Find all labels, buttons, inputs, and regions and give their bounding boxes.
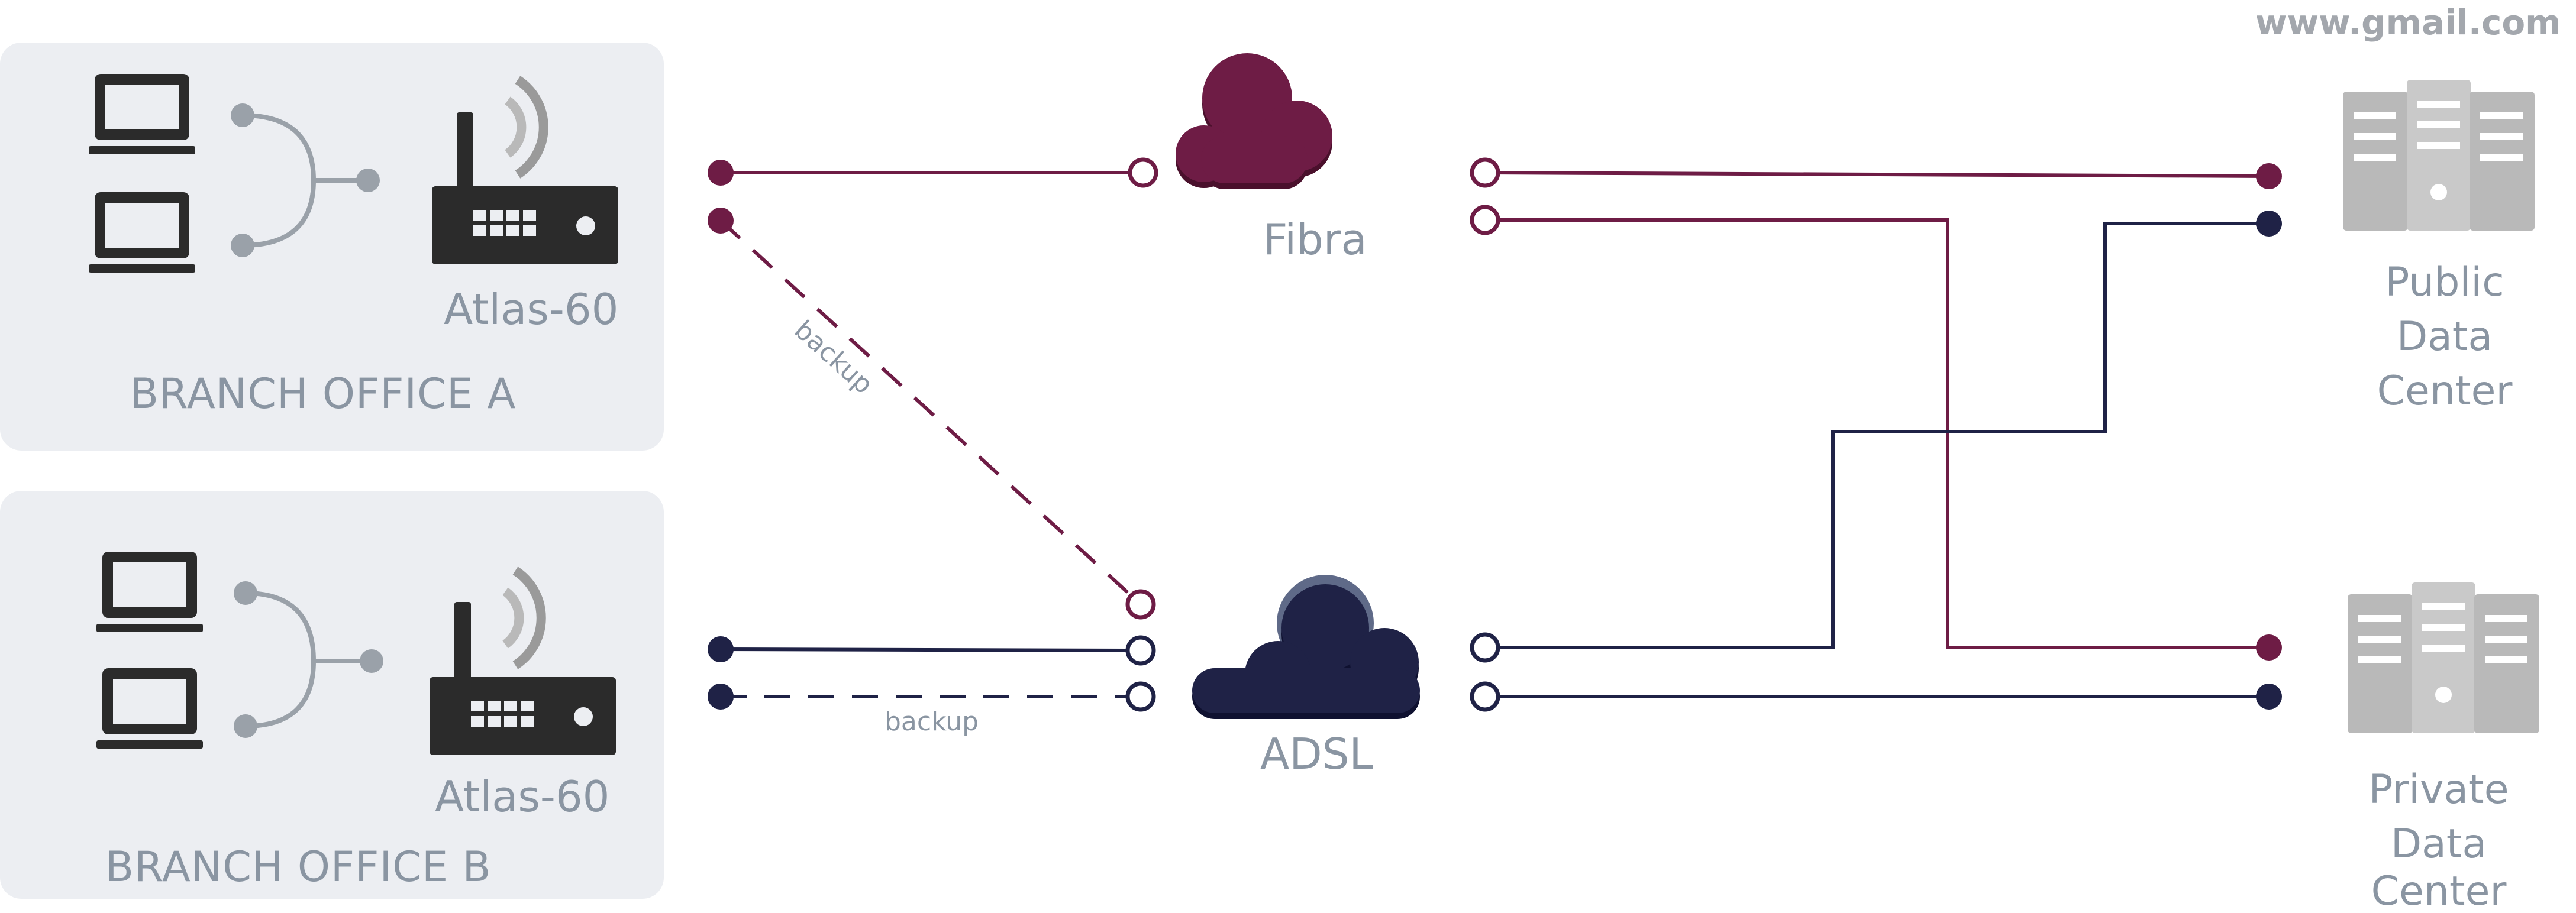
public-dc-url: www.gmail.com [2255,2,2561,43]
link-b-adsl [720,647,1141,652]
adsl-cloud-icon [1192,575,1420,719]
backup-label-a: backup [789,315,879,400]
laptop-icon [96,552,203,632]
link-adsl-public [1485,222,2269,649]
endpoint-b-adsl [708,636,734,662]
backup-label-b: backup [885,707,979,737]
port-adsl-backup-in-b [1125,681,1156,712]
endpoint-private-fibra [2256,634,2282,661]
fibra-cloud-label: Fibra [1263,215,1367,264]
port-fibra-out-1 [1470,157,1500,188]
port-fibra-out-2 [1470,205,1500,235]
branch-office-a-panel [0,43,664,451]
port-fibra-in [1128,157,1158,188]
lan-connector-icon [231,103,380,257]
server-icon [2343,80,2535,231]
endpoint-a-fibra [708,160,734,186]
public-dc-label-3: Center [2377,368,2513,415]
link-fibra-public [1484,171,2270,178]
endpoint-private-adsl [2256,684,2282,710]
router-icon [430,566,616,755]
router-icon [432,76,618,264]
branch-office-a-label: BRANCH OFFICE A [130,370,516,418]
private-dc-label-3: Center [2371,868,2507,913]
endpoint-a-backup [708,208,734,234]
laptop-icon [89,74,195,154]
fibra-cloud-icon [1176,53,1332,189]
endpoint-public-fibra [2256,163,2282,189]
port-adsl-backup-in [1125,589,1156,620]
link-fibra-private [1485,218,2269,649]
branch-office-b-label: BRANCH OFFICE B [105,843,492,891]
device-label-a: Atlas-60 [444,284,618,334]
private-dc-label-1: Private [2368,766,2509,813]
laptop-icon [96,668,203,749]
device-label-b: Atlas-60 [435,772,609,821]
private-dc-label-2: Data [2391,821,2487,867]
endpoint-public-adsl [2256,211,2282,237]
endpoint-b-backup [708,684,734,710]
server-icon [2348,582,2539,733]
port-adsl-out-2 [1470,681,1500,712]
port-adsl-in [1125,635,1156,666]
port-adsl-out-1 [1470,632,1500,663]
public-dc-label-2: Data [2397,313,2493,360]
adsl-cloud-label: ADSL [1260,729,1373,779]
link-a-adsl-backup [719,219,1142,606]
lan-connector-icon [234,581,383,738]
public-dc-label-1: Public [2385,259,2504,306]
laptop-icon [89,192,195,273]
